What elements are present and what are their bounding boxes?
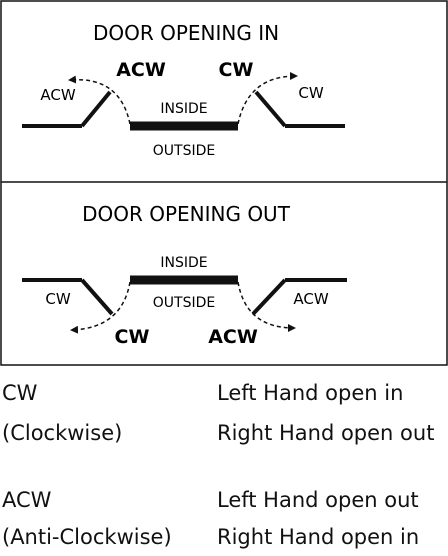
bottom-left-swing-arc [70, 281, 131, 334]
top-outside-label: OUTSIDE [153, 143, 215, 159]
legend-cw-line-1: Left Hand open in [217, 381, 404, 405]
bottom-outside-label: OUTSIDE [153, 295, 215, 311]
legend-cw-description: (Clockwise) [2, 421, 123, 445]
diagram-frame [0, 0, 448, 366]
top-left-inner-label: ACW [116, 59, 166, 81]
top-left-swing-arc [68, 75, 131, 125]
bottom-left-inner-label: CW [115, 326, 150, 348]
top-inside-label: INSIDE [160, 101, 207, 117]
door-handing-diagram: DOOR OPENING IN ACW ACW CW CW INSIDE OUT… [0, 0, 448, 366]
bottom-right-outer-label: ACW [293, 290, 328, 308]
bottom-panel-title: DOOR OPENING OUT [82, 202, 291, 226]
bottom-left-door-leaf [80, 278, 114, 316]
top-left-outer-label: ACW [40, 86, 75, 104]
legend-acw-term: ACW [2, 488, 52, 512]
panel-door-opening-in: DOOR OPENING IN ACW ACW CW CW INSIDE OUT… [22, 21, 345, 159]
bottom-right-door-leaf [251, 278, 287, 316]
legend-acw-description: (Anti-Clockwise) [2, 525, 172, 549]
panel-door-opening-out: DOOR OPENING OUT INSIDE OUTSIDE CW CW AC… [22, 202, 347, 348]
top-right-inner-label: CW [219, 59, 254, 81]
top-right-swing-arc [237, 72, 298, 125]
legend-acw-line-1: Left Hand open out [217, 488, 419, 512]
legend-cw-term: CW [2, 381, 38, 405]
bottom-left-outer-label: CW [45, 290, 70, 308]
legend-cw-line-2: Right Hand open out [217, 421, 435, 445]
bottom-inside-label: INSIDE [160, 255, 207, 271]
top-left-door-leaf [80, 90, 112, 128]
top-right-door-leaf [254, 90, 287, 128]
legend-acw-line-2: Right Hand open in [217, 525, 420, 549]
bottom-right-swing-arc [237, 281, 296, 332]
top-right-outer-label: CW [298, 84, 323, 102]
top-panel-title: DOOR OPENING IN [93, 21, 279, 45]
bottom-right-inner-label: ACW [208, 326, 258, 348]
